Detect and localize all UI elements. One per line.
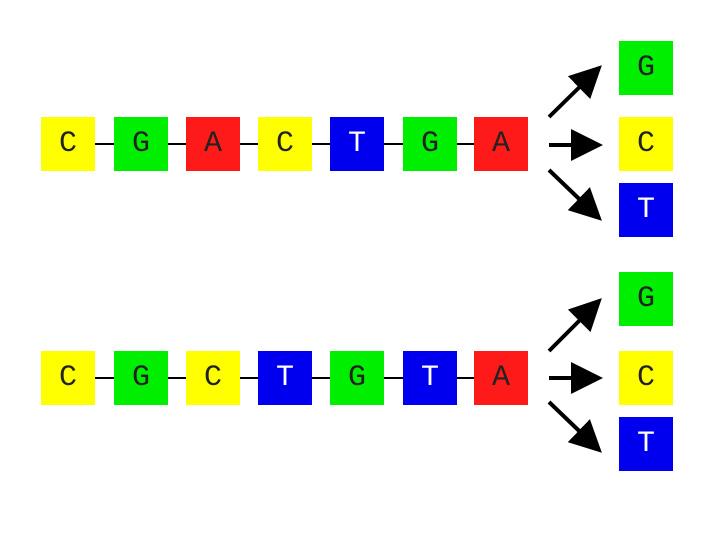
base-c: C (41, 117, 95, 171)
next-base-g: G (619, 41, 673, 95)
next-base-c: C (619, 351, 673, 405)
base-g: G (330, 351, 384, 405)
next-base-g: G (619, 272, 673, 326)
arrow (547, 65, 602, 119)
base-c: C (41, 351, 95, 405)
base-g: G (403, 117, 457, 171)
base-a: A (186, 117, 240, 171)
base-a: A (474, 351, 528, 405)
base-c: C (258, 117, 312, 171)
next-base-t: T (619, 417, 673, 471)
arrow (547, 400, 602, 453)
next-base-t: T (619, 183, 673, 237)
base-g: G (114, 117, 168, 171)
base-t: T (258, 351, 312, 405)
base-t: T (330, 117, 384, 171)
base-a: A (474, 117, 528, 171)
next-base-c: C (619, 117, 673, 171)
arrow (547, 298, 602, 353)
base-g: G (114, 351, 168, 405)
base-c: C (186, 351, 240, 405)
arrow (547, 168, 602, 221)
base-t: T (403, 351, 457, 405)
